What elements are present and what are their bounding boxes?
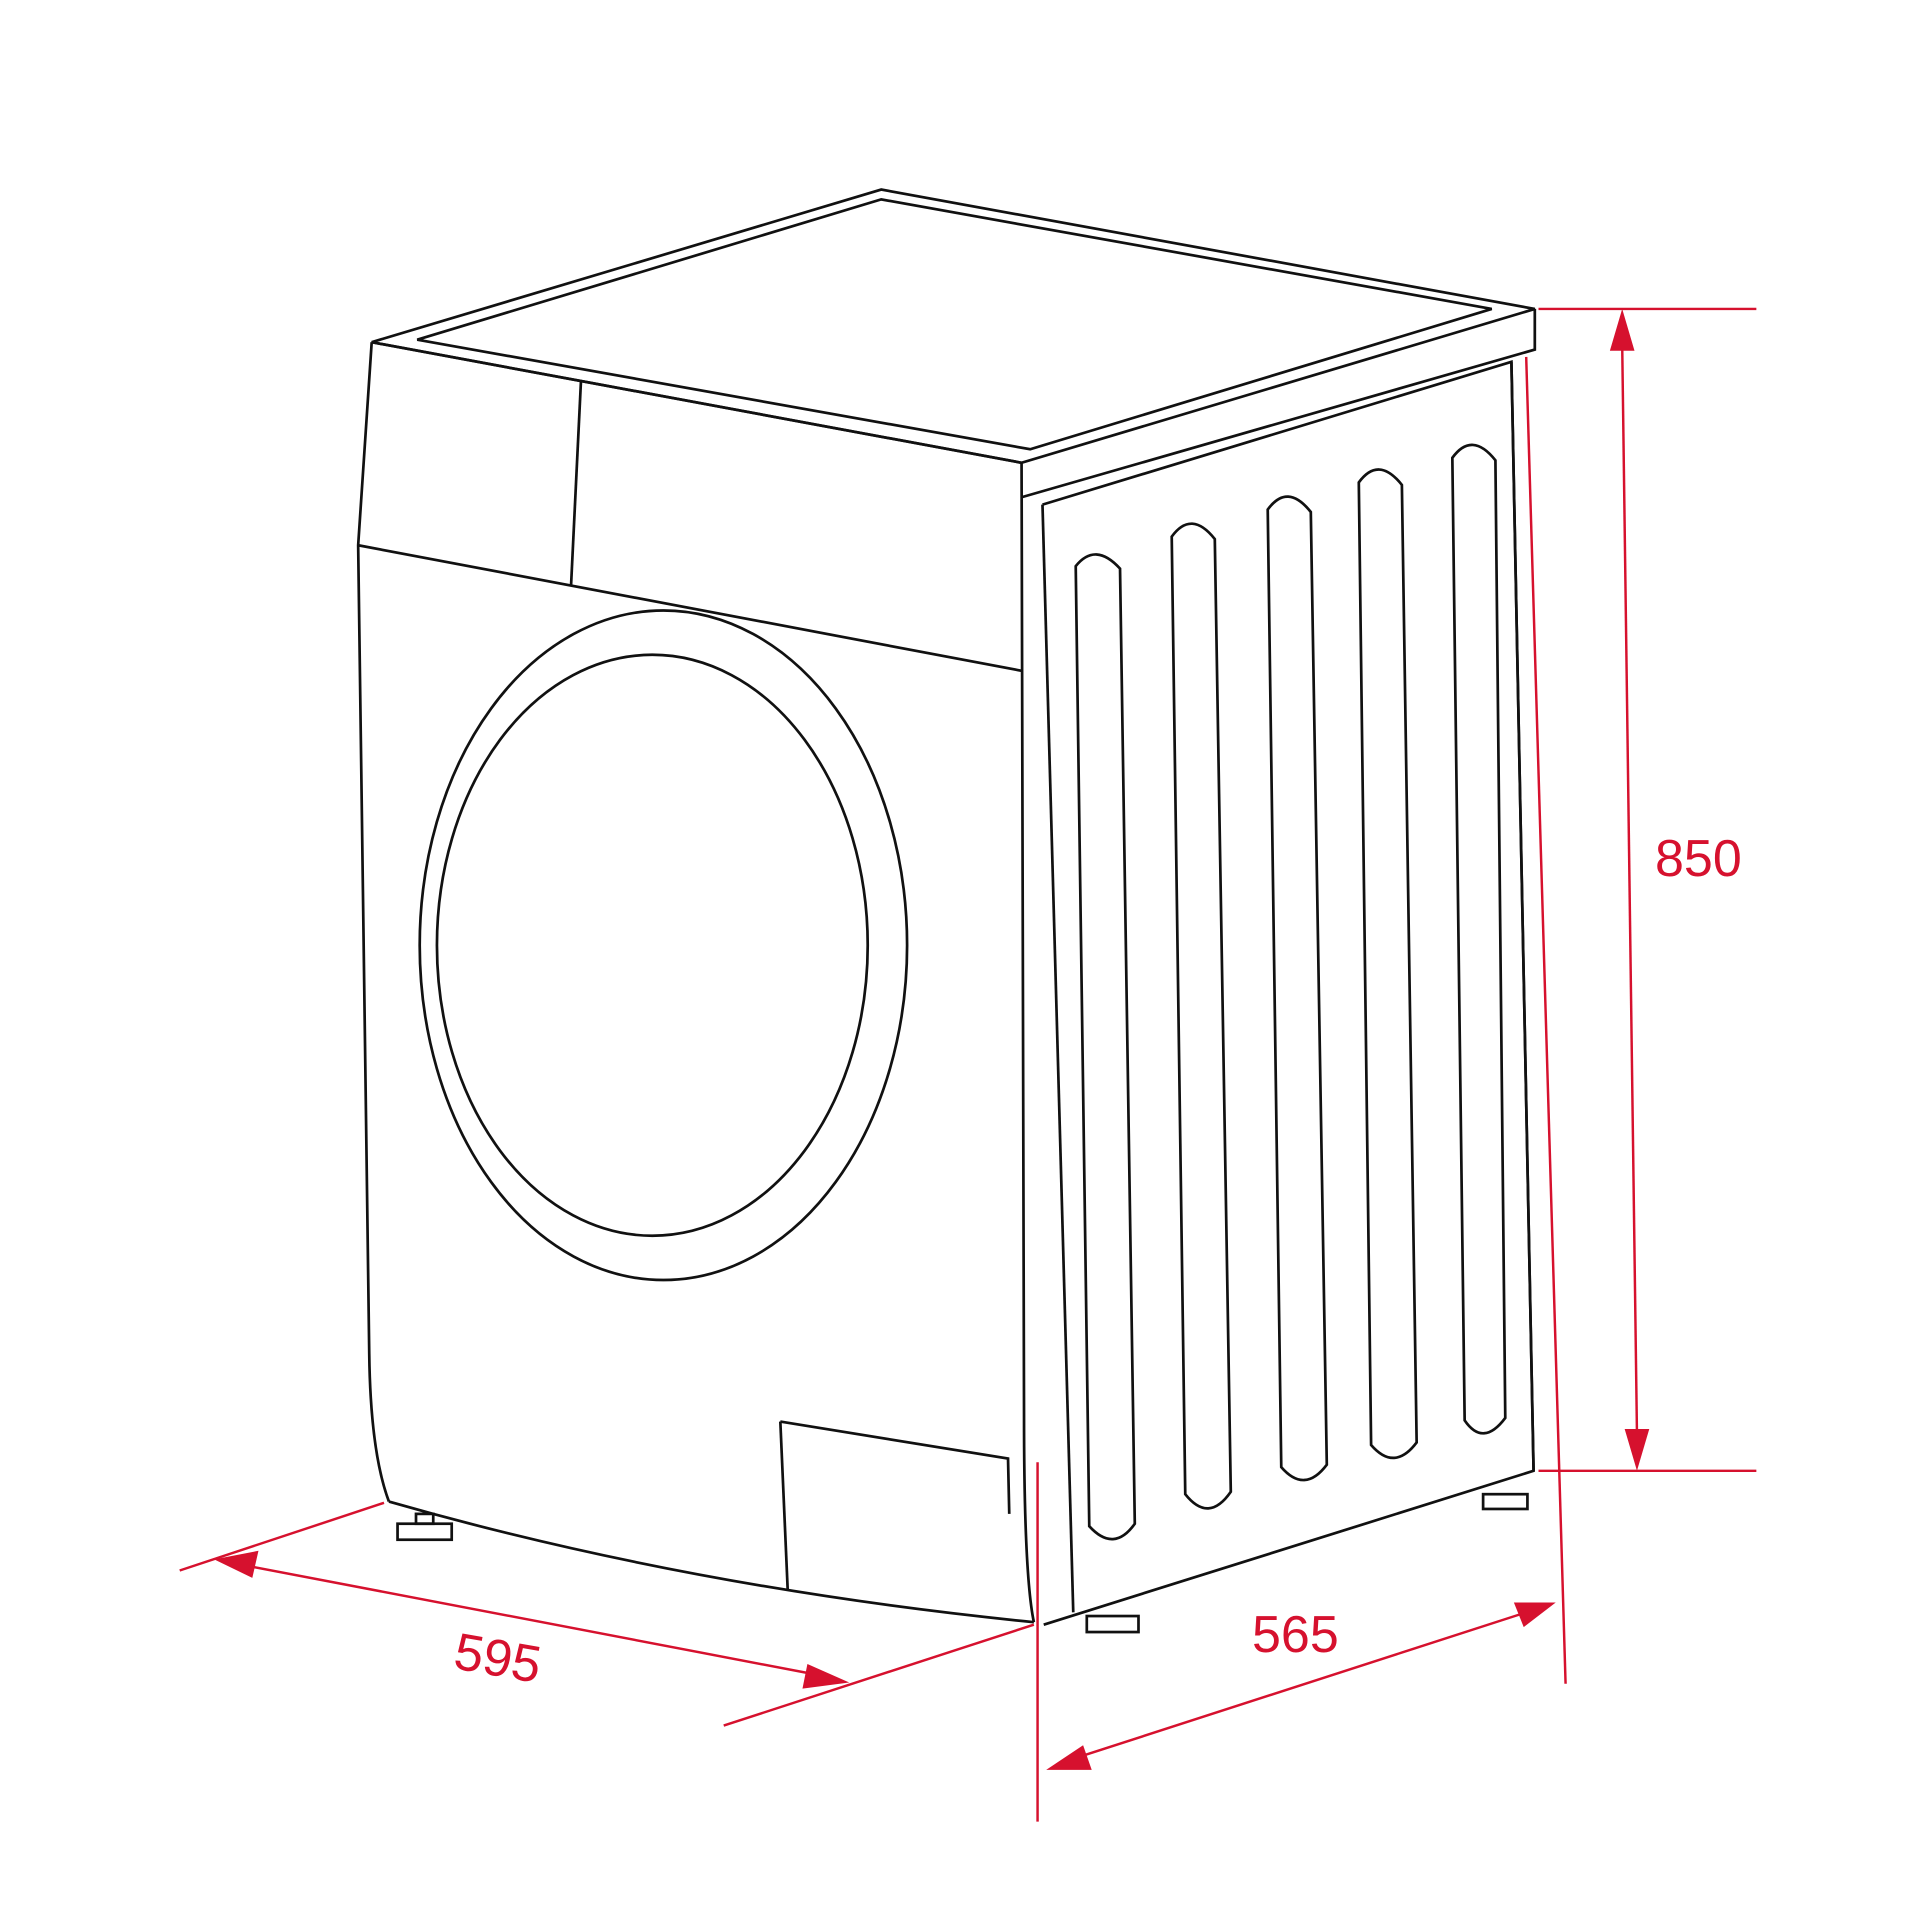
dimension-depth [1036, 1462, 1556, 1822]
dimension-width [179, 1501, 1035, 1727]
door-glass [435, 653, 870, 1238]
height-label: 850 [1655, 830, 1742, 888]
machine-front [356, 340, 1036, 1624]
filter-hatch [780, 1420, 1011, 1514]
machine-side [1041, 360, 1535, 1634]
dimension-height [1524, 307, 1757, 1684]
width-label: 595 [450, 1623, 546, 1695]
depth-label: 565 [1252, 1606, 1339, 1664]
door-outer-ring [418, 609, 909, 1282]
side-ribs [1074, 443, 1507, 1541]
